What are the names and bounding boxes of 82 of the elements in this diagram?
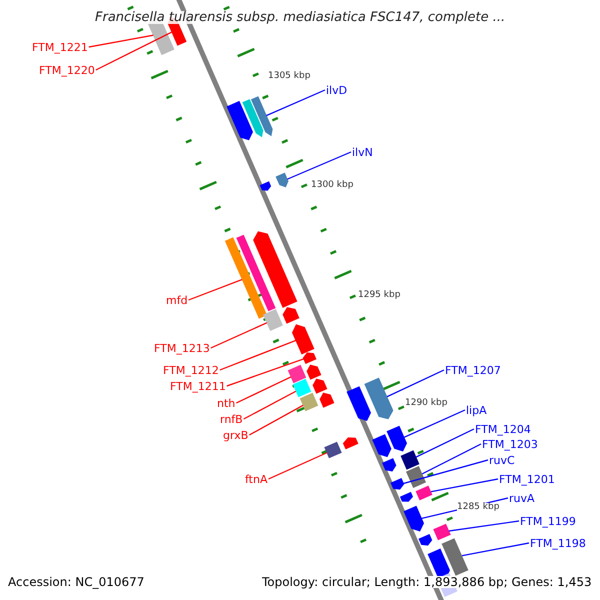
gene-label: FTM_1198: [530, 538, 586, 548]
footer-text: Topology: circular; Length: 1,893,886 bp; Genes: 1,453: [262, 576, 592, 588]
gene-label: FTM_1203: [482, 438, 538, 450]
leader-line: [248, 404, 304, 436]
gene-block: [364, 378, 394, 420]
leader-line: [226, 358, 304, 387]
gene-block: [342, 437, 358, 450]
title: Francisella tularensis subsp. mediasiatica FSC147, complete ...: [95, 11, 506, 24]
gene-block: [288, 364, 306, 384]
gene-block: [306, 364, 322, 380]
gene-block: [418, 534, 432, 546]
gene-label: FTM_1204: [475, 424, 531, 434]
gene-block: [400, 492, 413, 502]
gene-label: ruvA: [509, 492, 535, 504]
leader-line: [236, 376, 292, 404]
gene-label: FTM_1212: [163, 364, 219, 376]
gene-block: [260, 181, 272, 191]
gene-block: [324, 442, 342, 458]
gene-label: FTM_1213: [154, 342, 210, 354]
gene-block: [428, 548, 450, 579]
footer-text: Accession: NC_010677: [8, 576, 144, 588]
gene-block: [320, 392, 334, 408]
leader-line: [430, 478, 498, 492]
gene-block: [406, 466, 426, 488]
leader-line: [210, 322, 268, 349]
gene-block: [382, 458, 396, 472]
gene-label: ruvC: [489, 454, 515, 466]
gene-block: [302, 352, 316, 364]
gene-label: nth: [217, 398, 236, 408]
leader-line: [268, 452, 328, 480]
leader-line: [422, 443, 482, 474]
leader-line: [188, 278, 242, 301]
gene-label: FTM_1221: [32, 42, 88, 52]
scale-label: 1305 kbp: [268, 72, 310, 81]
gene-label: rnfB: [220, 414, 243, 424]
gene-label: grxB: [223, 430, 248, 440]
leader-line: [287, 151, 352, 180]
gene-block: [372, 434, 392, 458]
leader-line: [416, 428, 474, 458]
gene-label: FTM_1199: [520, 516, 576, 526]
scale-label: 1295 kbp: [358, 291, 400, 300]
gene-label: mfd: [166, 294, 188, 306]
gene-label: FTM_1201: [499, 474, 555, 484]
scale-label: 1290 kbp: [405, 399, 448, 408]
gene-label: ilvD: [326, 84, 348, 96]
gene-block: [300, 392, 318, 412]
leader-line: [243, 390, 296, 420]
gene-block: [390, 478, 404, 490]
leader-line: [88, 34, 154, 48]
scale-label: 1300 kbp: [311, 181, 354, 190]
gene-block: [263, 309, 283, 331]
gene-label: ftnA: [245, 474, 268, 484]
gene-block: [433, 524, 451, 540]
gene-label: FTM_1220: [39, 64, 95, 76]
leader-line: [386, 369, 444, 398]
gene-block: [346, 386, 371, 421]
leader-line: [404, 409, 466, 438]
leader-line: [462, 542, 530, 556]
gene-block: [400, 450, 420, 470]
gene-block: [250, 96, 273, 136]
leader-line: [220, 340, 296, 371]
leader-line: [448, 520, 520, 532]
gene-block: [226, 100, 253, 140]
gene-block: [224, 237, 268, 319]
gene-label: ilvN: [352, 146, 373, 158]
gene-block: [236, 234, 276, 312]
gene-block: [442, 538, 468, 576]
gene-block: [292, 378, 312, 398]
scale-label: 1285 kbp: [457, 503, 500, 512]
gene-block: [416, 486, 432, 500]
gene-block: [276, 172, 288, 188]
gene-block: [242, 99, 264, 138]
gene-label: FTM_1211: [170, 380, 226, 392]
leader-line: [266, 89, 326, 116]
gene-block: [404, 506, 424, 532]
gene-label: lipA: [466, 404, 487, 416]
leader-line: [403, 459, 488, 484]
gene-block: [312, 378, 328, 394]
gene-block: [386, 426, 407, 452]
leader-line: [96, 32, 172, 71]
gene-block: [253, 231, 298, 308]
gene-label: FTM_1207: [445, 364, 501, 376]
